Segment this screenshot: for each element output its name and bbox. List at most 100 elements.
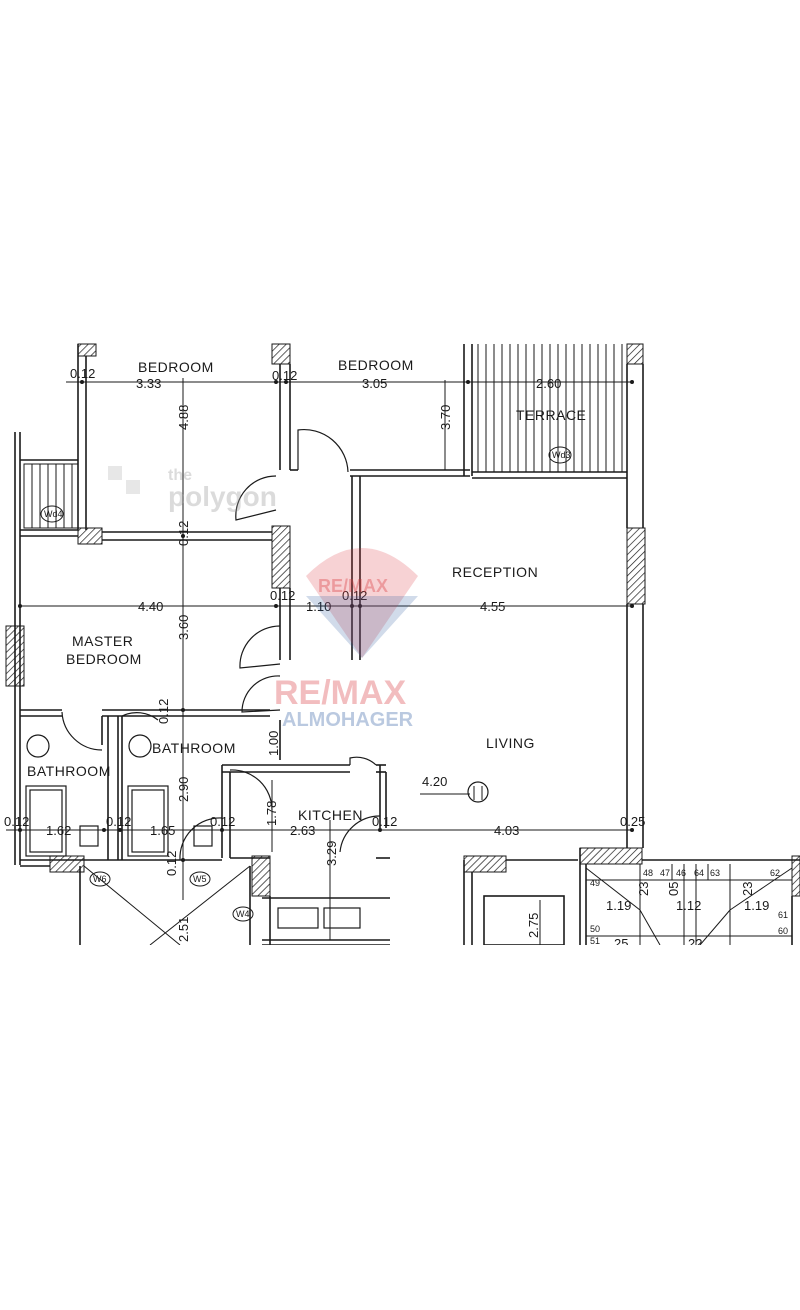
shaft-lines xyxy=(83,865,251,945)
column xyxy=(77,343,97,357)
dimension-ticks xyxy=(18,380,634,862)
doors xyxy=(61,428,381,861)
dimension-label: 23 xyxy=(740,882,755,896)
dimension-label: 1.78 xyxy=(264,801,279,826)
dimension-label: 0.25 xyxy=(620,814,645,829)
dimension-label: 1.12 xyxy=(676,898,701,913)
stair-number: 50 xyxy=(590,924,600,934)
level-marker xyxy=(420,781,489,803)
polygon-watermark-the: the xyxy=(168,467,192,484)
dimension-label: 0.12 xyxy=(272,368,297,383)
stair-number: 62 xyxy=(770,868,780,878)
dimension-label: 0.12 xyxy=(210,814,235,829)
room-label-kitchen: KITCHEN xyxy=(298,807,363,823)
dimension-label: 3.33 xyxy=(136,376,161,391)
terrace-railing xyxy=(477,344,623,472)
dimension-label: 1.62 xyxy=(46,823,71,838)
room-label-master-bedroom-line2: BEDROOM xyxy=(66,651,142,667)
room-label-living: LIVING xyxy=(486,735,535,751)
bathroom-fixtures xyxy=(25,734,361,929)
dimension-label: 4.20 xyxy=(422,774,447,789)
room-label-terrace: TERRACE xyxy=(516,407,586,423)
stair-numbers: 48 47 46 64 63 49 62 50 61 60 51 xyxy=(590,868,788,945)
dimension-label: 0.12 xyxy=(156,699,171,724)
stairs xyxy=(585,864,793,945)
column xyxy=(49,855,85,873)
remax-balloon-icon xyxy=(306,548,418,658)
remax-logo-text: RE/MAX xyxy=(274,674,407,712)
walls xyxy=(14,344,800,945)
dimension-label: 3.29 xyxy=(324,841,339,866)
floor-plan-drawing: BEDROOM BEDROOM TERRACE RECEPTION MASTER… xyxy=(4,343,800,945)
column xyxy=(77,527,103,545)
column xyxy=(271,525,291,589)
polygon-logo-shape xyxy=(108,466,122,480)
room-label-bathroom-right: BATHROOM xyxy=(152,740,236,756)
dimension-label: 4.55 xyxy=(480,599,505,614)
stair-number: 64 xyxy=(694,868,704,878)
remax-office-text: ALMOHAGER xyxy=(282,709,414,731)
stair-number: 47 xyxy=(660,868,670,878)
room-label-bathroom-left: BATHROOM xyxy=(27,763,111,779)
floor-plan: BEDROOM BEDROOM TERRACE RECEPTION MASTER… xyxy=(0,340,800,945)
dimension-label: 2.60 xyxy=(536,376,561,391)
window-tag: W4 xyxy=(236,909,250,919)
dimension-label: 0.12 xyxy=(372,814,397,829)
dimension-label: 3.60 xyxy=(176,615,191,640)
remax-badge-text: RE/MAX xyxy=(318,576,388,596)
dimension-label: 0.12 xyxy=(70,366,95,381)
remax-balloon-icon xyxy=(306,596,418,658)
dimension-label: 2.90 xyxy=(176,777,191,802)
polygon-logo-shape xyxy=(126,480,140,494)
dimension-label: 0.12 xyxy=(270,588,295,603)
column xyxy=(251,855,271,897)
dimension-label: 2.63 xyxy=(290,823,315,838)
dimension-label: 1.19 xyxy=(744,898,769,913)
dimension-label: 4.03 xyxy=(494,823,519,838)
dimension-label: 4.40 xyxy=(138,599,163,614)
window-tag: Wd3 xyxy=(552,450,571,460)
dimension-label: 1.00 xyxy=(266,731,281,756)
stair-number: 51 xyxy=(590,936,600,945)
column xyxy=(271,343,291,365)
column xyxy=(579,847,643,865)
polygon-watermark-name: polygon xyxy=(168,481,277,512)
polygon-watermark: the polygon xyxy=(108,466,277,512)
dimension-label: 2.51 xyxy=(176,917,191,942)
room-label-reception: RECEPTION xyxy=(452,564,538,580)
dimension-label: 3.05 xyxy=(362,376,387,391)
dimension-label: 1.10 xyxy=(306,599,331,614)
dimension-label: 1.65 xyxy=(150,823,175,838)
dimension-label: 0.12 xyxy=(106,814,131,829)
dimension-label: 1.19 xyxy=(606,898,631,913)
dimension-label: 23 xyxy=(636,882,651,896)
window-tag: W5 xyxy=(193,874,207,884)
column xyxy=(626,343,644,365)
window-tag: W6 xyxy=(93,874,107,884)
dimension-label: 4.88 xyxy=(176,405,191,430)
dimension-label: 25 xyxy=(614,936,628,945)
column xyxy=(626,527,646,605)
stair-number: 60 xyxy=(778,926,788,936)
dimension-label: 2.75 xyxy=(526,913,541,938)
dimension-label: 05 xyxy=(666,882,681,896)
dimension-lines xyxy=(6,378,632,945)
window-tags: Wd4 Wd3 W6 W5 W4 xyxy=(40,446,572,922)
dimension-label: 0.12 xyxy=(164,851,179,876)
dimension-label: 0.12 xyxy=(176,521,191,546)
stair-number: 48 xyxy=(643,868,653,878)
dimension-label: 0.12 xyxy=(342,588,367,603)
room-label-bedroom-left: BEDROOM xyxy=(138,359,214,375)
dimension-label: 22 xyxy=(688,936,702,945)
stair-number: 63 xyxy=(710,868,720,878)
room-label-bedroom-right: BEDROOM xyxy=(338,357,414,373)
balcony-railing xyxy=(23,463,79,529)
stair-number: 49 xyxy=(590,878,600,888)
window-tag: Wd4 xyxy=(44,509,63,519)
remax-watermark: RE/MAX RE/MAX ALMOHAGER xyxy=(274,548,418,731)
dimension-label: 3.70 xyxy=(438,405,453,430)
stair-number: 61 xyxy=(778,910,788,920)
stair-number: 46 xyxy=(676,868,686,878)
room-label-master-bedroom-line1: MASTER xyxy=(72,633,133,649)
column xyxy=(463,855,507,873)
